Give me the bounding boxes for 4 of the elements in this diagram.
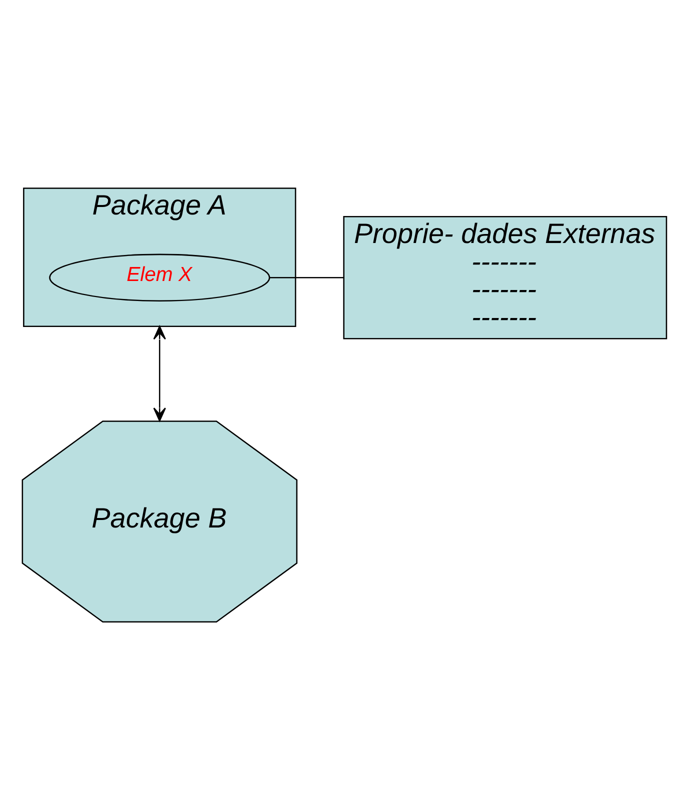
node-box: Proprie- dades Externas ------- ------- ------- [343, 216, 668, 340]
arrow [153, 326, 166, 422]
node-ellipse: Elem X [49, 254, 270, 302]
connector [270, 277, 344, 278]
